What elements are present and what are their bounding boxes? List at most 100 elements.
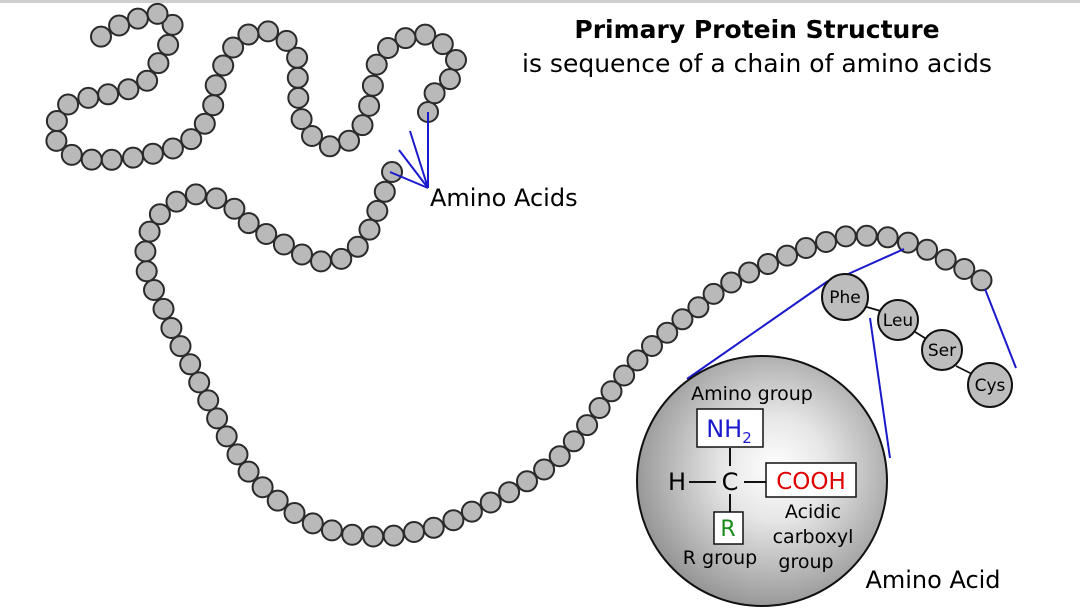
amino-acid-bead (286, 46, 309, 69)
acidic-carboxyl-line1: Acidic (785, 501, 841, 523)
amino-acid-bead (134, 240, 157, 263)
amino-acid-bead (77, 86, 100, 109)
amino-acid-bead (533, 458, 556, 481)
amino-acid-bead (318, 135, 341, 158)
amino-acid-bead (362, 525, 385, 548)
amino-acid-bead (600, 380, 623, 403)
amino-acid-label: Amino Acid (865, 566, 1000, 594)
amino-acid-bead (205, 187, 228, 210)
amino-acid-bead (141, 142, 164, 165)
amino-acid-bead (161, 137, 184, 160)
top-divider (0, 0, 1080, 3)
residue-cys-label: Cys (975, 376, 1006, 396)
amino-acid-bead (738, 261, 761, 284)
amino-acid-bead (143, 279, 165, 301)
amino-acid-bead (122, 146, 144, 169)
amino-acid-bead (204, 74, 227, 97)
amino-acid-bead (90, 25, 112, 48)
residue-leu: Leu (877, 299, 919, 341)
nh2-main: NH (706, 415, 742, 443)
amino-acid-bead (108, 14, 131, 37)
amino-acid-bead (290, 108, 313, 131)
amino-acid-bead (365, 53, 388, 76)
amino-acid-bead (358, 218, 381, 241)
amino-acid-bead (366, 199, 389, 222)
nh2-subscript: 2 (742, 429, 752, 447)
amino-acid-bead (834, 225, 857, 248)
amino-acid-bead (286, 66, 309, 89)
amino-acid-bead (147, 52, 170, 75)
amino-acid-bead (310, 250, 332, 273)
amino-acid-bead (152, 297, 175, 320)
amino-acid-bead (197, 389, 220, 412)
amino-acid-bead (953, 258, 976, 280)
amino-acid-bead (626, 349, 649, 372)
amino-acid-bead (237, 460, 260, 483)
amino-acid-bead (351, 114, 374, 137)
amino-acid-bead (212, 54, 235, 77)
amino-acid-bead (202, 94, 225, 117)
amino-acid-bead (970, 269, 993, 292)
zoom-lines (686, 248, 1017, 459)
amino-acid-bead (346, 235, 369, 258)
amino-acid-bead (671, 308, 694, 331)
amino-acid-bead (516, 470, 538, 493)
amino-acid-bead (422, 516, 445, 539)
nh2-box (696, 408, 764, 448)
residue-ser-label: Ser (928, 341, 956, 361)
amino-acid-bead (206, 407, 229, 430)
amino-acid-bead (876, 226, 899, 249)
amino-acid-bead (275, 29, 298, 52)
amino-acid-bead (373, 180, 396, 203)
amino-acid-bead (702, 282, 725, 305)
cooh-formula: COOH (776, 469, 846, 495)
amino-acid-bead (138, 220, 161, 243)
hydrogen-atom: H (668, 468, 686, 496)
amino-acid-bead (60, 143, 83, 166)
amino-acid-bead (136, 69, 159, 92)
amino-acid-bead (257, 20, 280, 43)
amino-acid-bead (237, 212, 260, 235)
amino-acid-bead (656, 321, 679, 344)
amino-acids-pointer (389, 112, 429, 189)
amino-acid-bead (222, 36, 245, 59)
amino-acid-bead (815, 231, 837, 253)
amino-acid-bead (479, 491, 502, 514)
alpha-carbon: C (722, 468, 739, 496)
amino-acid-bead (188, 371, 211, 394)
amino-acid-bead (160, 317, 183, 339)
amino-acid-bead (126, 7, 149, 30)
nh2-formula: NH2 (706, 415, 752, 447)
r-box (713, 511, 744, 545)
amino-acid-bead (916, 238, 939, 261)
amino-acid-bead (301, 512, 324, 535)
residue-phe: Phe (821, 273, 869, 321)
amino-acid-chain (45, 2, 993, 548)
amino-acid-bead (80, 148, 103, 171)
amino-acid-bead (855, 224, 878, 247)
amino-acid-bead (394, 27, 417, 50)
amino-acid-bead (287, 86, 310, 109)
amino-acid-bead (576, 414, 599, 437)
amino-acid-bead (169, 335, 192, 358)
amino-acid-bead (184, 183, 207, 206)
amino-acids-label: Amino Acids (430, 184, 578, 212)
amino-acid-bead (588, 397, 611, 419)
amino-acid-bead (613, 364, 636, 387)
amino-acid-bead (377, 37, 399, 59)
amino-acid-bead (423, 82, 446, 105)
amino-acid-bead (45, 129, 68, 152)
amino-acid-bead (361, 74, 384, 97)
amino-acid-bead (251, 476, 274, 499)
amino-acid-bead (687, 296, 710, 319)
amino-acid-bead (358, 94, 381, 117)
acidic-carboxyl-line3: group (778, 551, 833, 573)
amino-acid-bead (255, 223, 278, 245)
amino-acid-bead (498, 481, 521, 504)
residue-cys: Cys (967, 362, 1013, 408)
amino-acid-bead (45, 110, 68, 132)
amino-acid-bead (414, 23, 437, 46)
amino-acid-bead (272, 233, 295, 256)
amino-acid-bead (193, 112, 216, 135)
